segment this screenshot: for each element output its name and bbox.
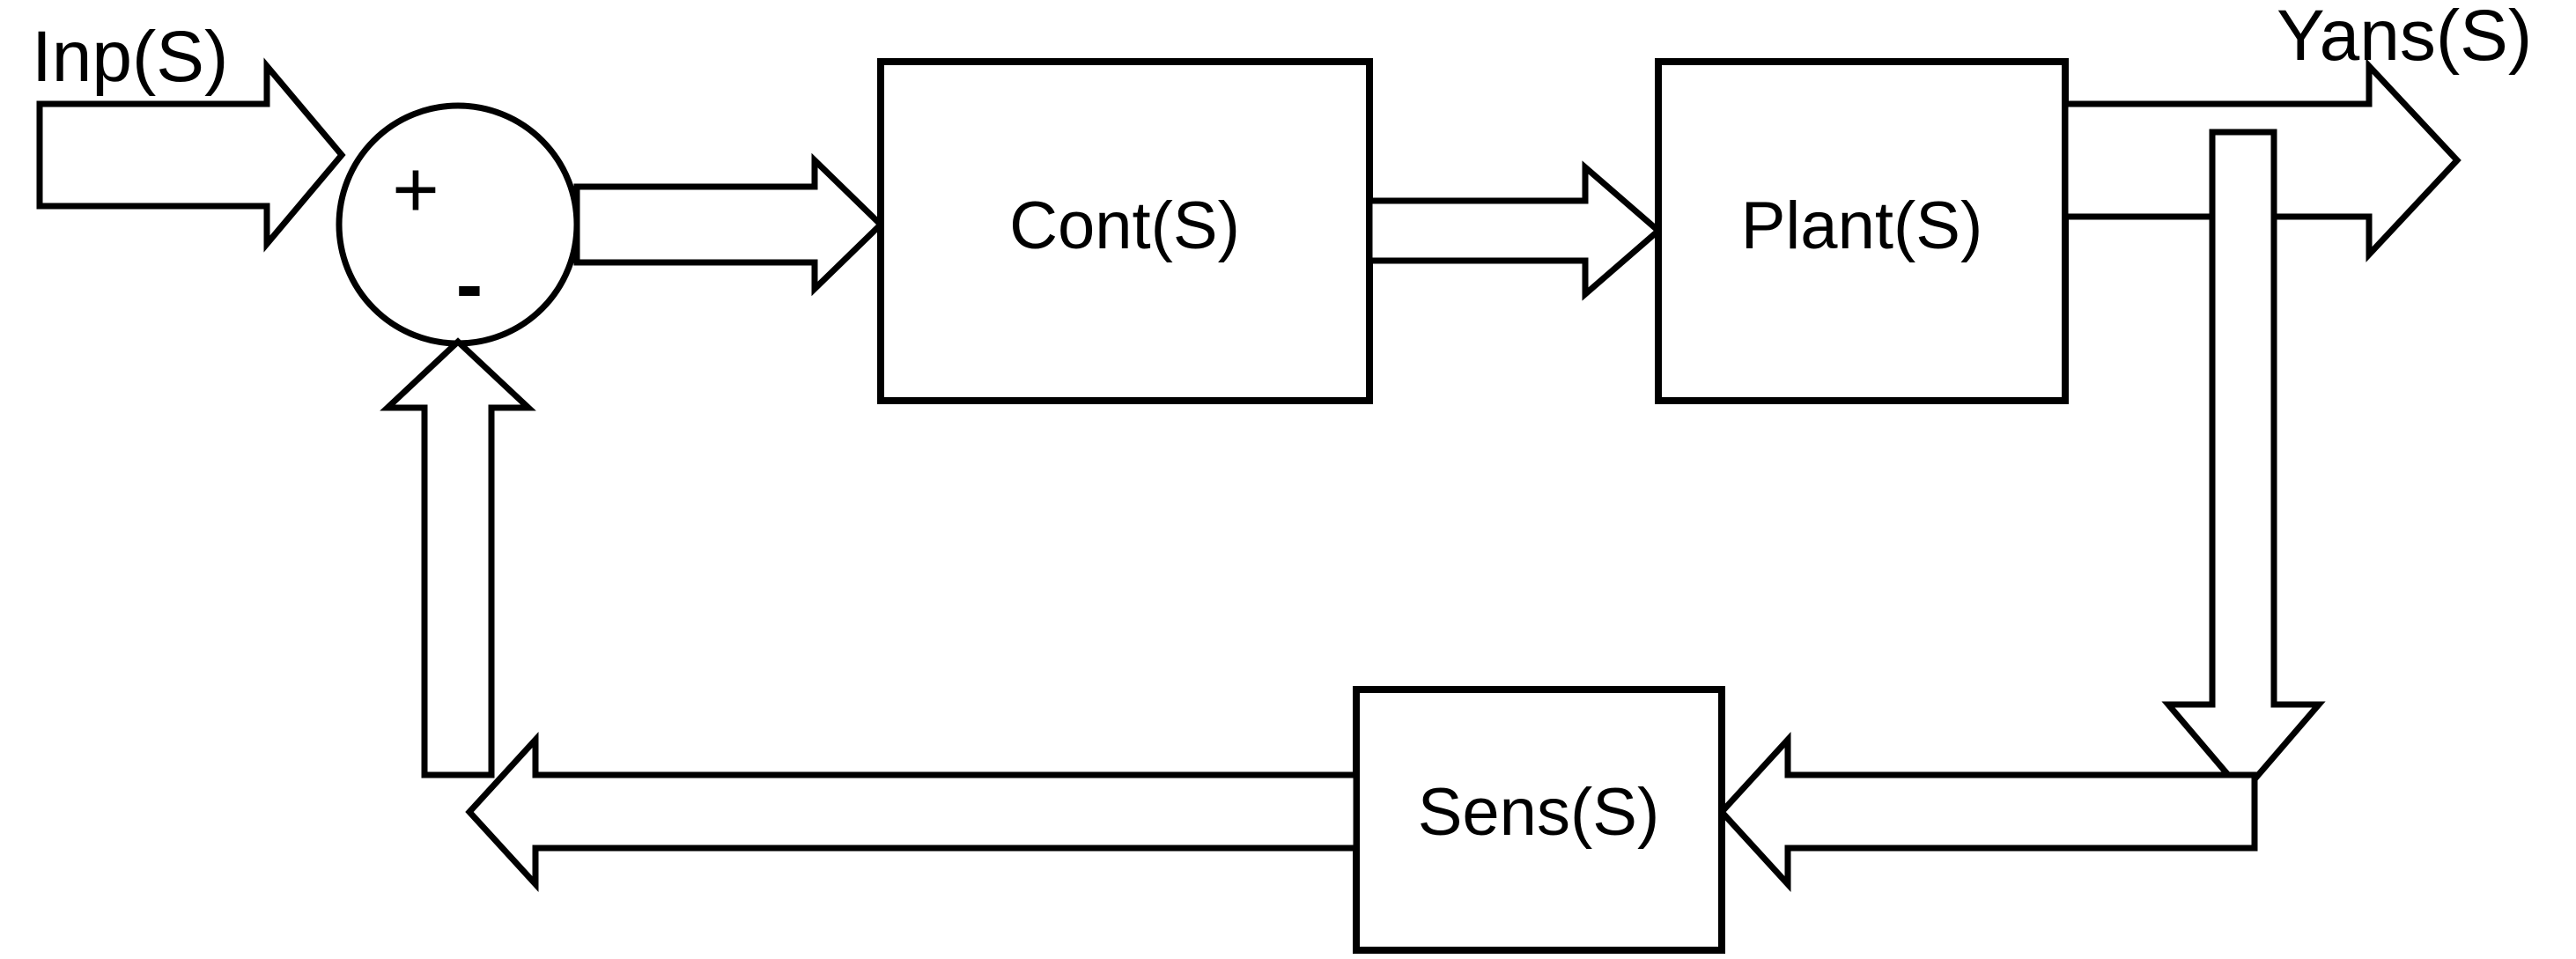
plant-box xyxy=(1655,58,2069,404)
output-signal-label: Yans(S) xyxy=(2277,0,2532,76)
sensor-block: Sens(S) xyxy=(1353,686,1725,954)
feedback-riser-arrow xyxy=(380,337,536,778)
minus-sign-label: - xyxy=(456,240,483,329)
control-arrow xyxy=(1366,160,1664,301)
plus-sign-label: + xyxy=(392,144,439,234)
feedback-tap-arrow xyxy=(2161,129,2326,798)
input-signal-label: Inp(S) xyxy=(32,17,228,97)
input-arrow xyxy=(36,57,346,253)
error-arrow xyxy=(573,152,886,297)
sensor-label: Sens(S) xyxy=(1418,775,1660,850)
plant-block: Plant(S) xyxy=(1655,58,2069,404)
controller-block: Cont(S) xyxy=(877,58,1373,404)
plant-label: Plant(S) xyxy=(1741,188,1983,263)
summing-junction: + - xyxy=(336,102,580,347)
controller-label: Cont(S) xyxy=(1009,188,1240,263)
controller-box xyxy=(877,58,1373,404)
sensor-input-arrow xyxy=(1717,731,2258,893)
sensor-output-arrow xyxy=(465,731,1360,893)
